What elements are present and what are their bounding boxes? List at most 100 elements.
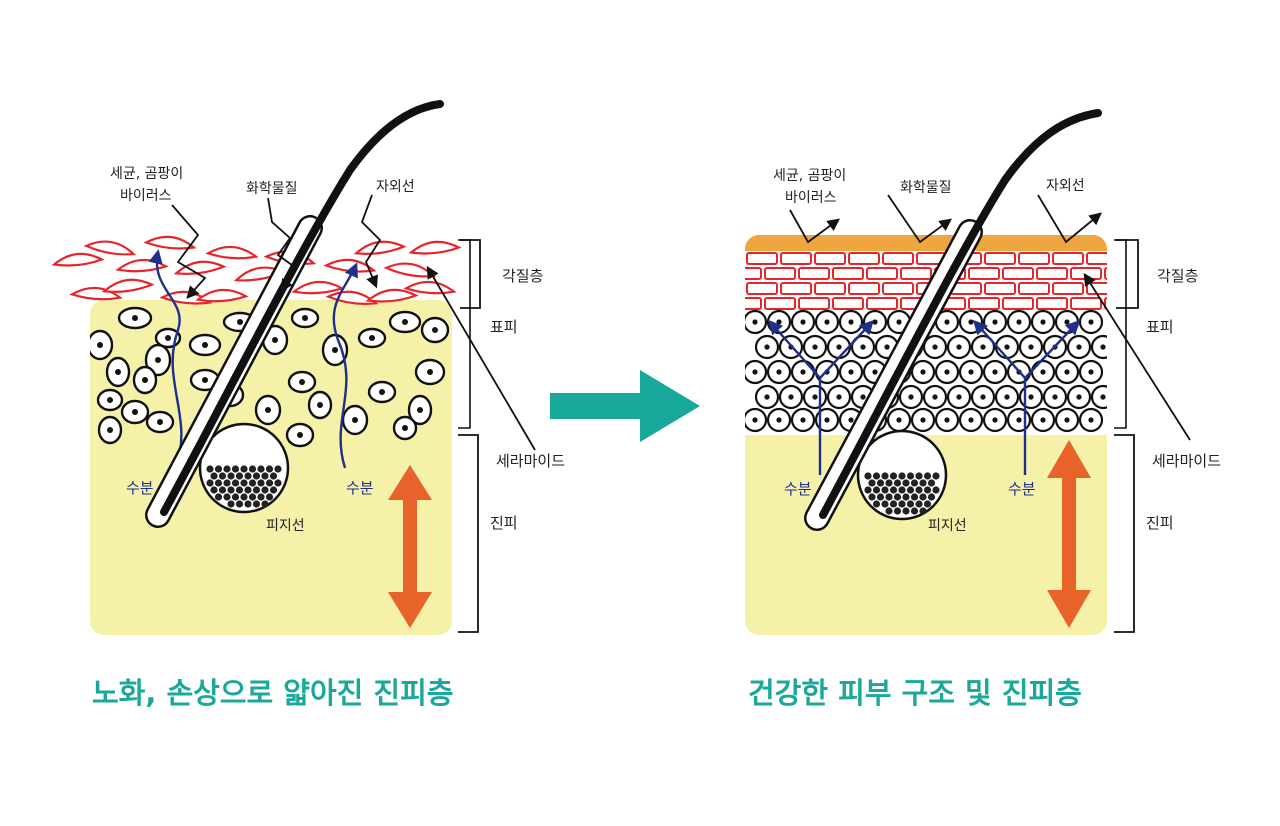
sebum-dot bbox=[206, 479, 214, 487]
left-bacteria-arrow bbox=[171, 204, 207, 299]
sebum-dot bbox=[872, 486, 881, 494]
cell-nucleus bbox=[1088, 319, 1094, 325]
left-label-bacteria-1: 세균, 곰팡이 bbox=[110, 166, 183, 182]
right-label-ceramide: 세라마이드 bbox=[1152, 452, 1221, 470]
sebum-dot bbox=[915, 500, 923, 508]
corneum-brick bbox=[848, 252, 880, 265]
cell-nucleus bbox=[860, 344, 866, 350]
cell-nucleus bbox=[107, 397, 113, 403]
left-epidermis-cells bbox=[90, 306, 450, 453]
cell-nucleus bbox=[237, 319, 243, 325]
cell-nucleus bbox=[932, 394, 938, 400]
transition-arrow bbox=[550, 370, 700, 442]
corneum-flake bbox=[83, 240, 137, 256]
cell-nucleus bbox=[788, 394, 794, 400]
corneum-flake bbox=[383, 262, 437, 278]
corneum-brick bbox=[882, 282, 914, 295]
sebum-dot bbox=[932, 486, 940, 494]
cell-nucleus bbox=[165, 335, 171, 341]
cell-nucleus bbox=[836, 344, 842, 350]
sebum-dot bbox=[893, 507, 902, 515]
sebum-dot bbox=[906, 486, 915, 494]
sebum-dot bbox=[235, 486, 244, 494]
left-hair-sheath-inner bbox=[147, 217, 321, 526]
cell-nucleus bbox=[872, 319, 878, 325]
cell-nucleus bbox=[908, 394, 914, 400]
cell-nucleus bbox=[1004, 394, 1010, 400]
cell-nucleus bbox=[800, 417, 806, 423]
sebum-dot bbox=[872, 500, 881, 508]
right-label-water-2: 수분 bbox=[1008, 480, 1036, 498]
sebum-dot bbox=[881, 500, 889, 508]
sebum-dot bbox=[252, 500, 261, 508]
sebum-dot bbox=[231, 465, 240, 473]
cell-nucleus bbox=[1016, 319, 1022, 325]
cell-nucleus bbox=[776, 319, 782, 325]
right-label-chemicals: 화학물질 bbox=[900, 180, 952, 196]
cell-nucleus bbox=[1076, 344, 1082, 350]
sebum-dot bbox=[274, 465, 282, 473]
cell-nucleus bbox=[317, 402, 323, 408]
sebum-dot bbox=[240, 479, 248, 487]
cell-nucleus bbox=[202, 377, 208, 383]
corneum-brick bbox=[764, 267, 796, 280]
corneum-brick bbox=[866, 297, 898, 310]
cell-nucleus bbox=[1028, 344, 1034, 350]
cell-nucleus bbox=[417, 407, 423, 413]
corneum-brick bbox=[1002, 267, 1034, 280]
corneum-brick bbox=[814, 282, 846, 295]
corneum-brick bbox=[780, 252, 812, 265]
corneum-brick bbox=[848, 282, 880, 295]
cell-nucleus bbox=[848, 417, 854, 423]
left-water-arrow-2 bbox=[332, 262, 358, 469]
cell-nucleus bbox=[155, 357, 161, 363]
cell-nucleus bbox=[107, 427, 113, 433]
corneum-brick bbox=[866, 267, 898, 280]
right-caption: 건강한 피부 구조 및 진피층 bbox=[748, 676, 1082, 710]
sebum-dot bbox=[906, 472, 915, 480]
cell-nucleus bbox=[402, 319, 408, 325]
sebum-dot bbox=[864, 486, 872, 494]
sebum-dot bbox=[906, 500, 915, 508]
sebum-dot bbox=[923, 486, 932, 494]
cell-nucleus bbox=[884, 344, 890, 350]
right-label-bacteria-2: 바이러스 bbox=[785, 190, 837, 206]
corneum-flake bbox=[291, 280, 345, 295]
corneum-brick bbox=[1086, 252, 1107, 265]
sebum-dot bbox=[915, 486, 923, 494]
right-label-corneum: 각질층 bbox=[1157, 267, 1198, 285]
sebum-dot bbox=[218, 472, 227, 480]
cell-nucleus bbox=[968, 417, 974, 423]
corneum-brick bbox=[764, 297, 796, 310]
sebum-dot bbox=[876, 493, 885, 501]
left-label-water-1: 수분 bbox=[126, 479, 154, 497]
sebum-dot bbox=[214, 493, 223, 501]
cell-nucleus bbox=[1052, 394, 1058, 400]
cell-nucleus bbox=[427, 369, 433, 375]
left-dermis-thickness-arrow bbox=[388, 465, 432, 628]
cell-nucleus bbox=[980, 344, 986, 350]
cell-nucleus bbox=[824, 319, 830, 325]
sebum-dot bbox=[923, 472, 932, 480]
corneum-flake bbox=[143, 235, 197, 250]
sebum-dot bbox=[868, 493, 876, 501]
left-label-sebaceous: 피지선 bbox=[266, 518, 305, 534]
sebum-dot bbox=[240, 493, 248, 501]
sebum-dot bbox=[257, 479, 265, 487]
cell-nucleus bbox=[1064, 369, 1070, 375]
left-ceramide-pointer bbox=[426, 265, 536, 451]
cell-nucleus bbox=[752, 369, 758, 375]
cell-nucleus bbox=[860, 394, 866, 400]
sebum-dot bbox=[872, 472, 881, 480]
right-sebum-film bbox=[745, 235, 1107, 251]
cell-nucleus bbox=[920, 417, 926, 423]
sebum-dot bbox=[257, 493, 265, 501]
left-uv-arrow bbox=[360, 194, 382, 289]
left-caption: 노화, 손상으로 얇아진 진피층 bbox=[92, 676, 454, 710]
cell-nucleus bbox=[1076, 394, 1082, 400]
cell-nucleus bbox=[1040, 319, 1046, 325]
cell-nucleus bbox=[776, 417, 782, 423]
cell-nucleus bbox=[848, 319, 854, 325]
cell-nucleus bbox=[132, 409, 138, 415]
sebum-dot bbox=[265, 479, 274, 487]
